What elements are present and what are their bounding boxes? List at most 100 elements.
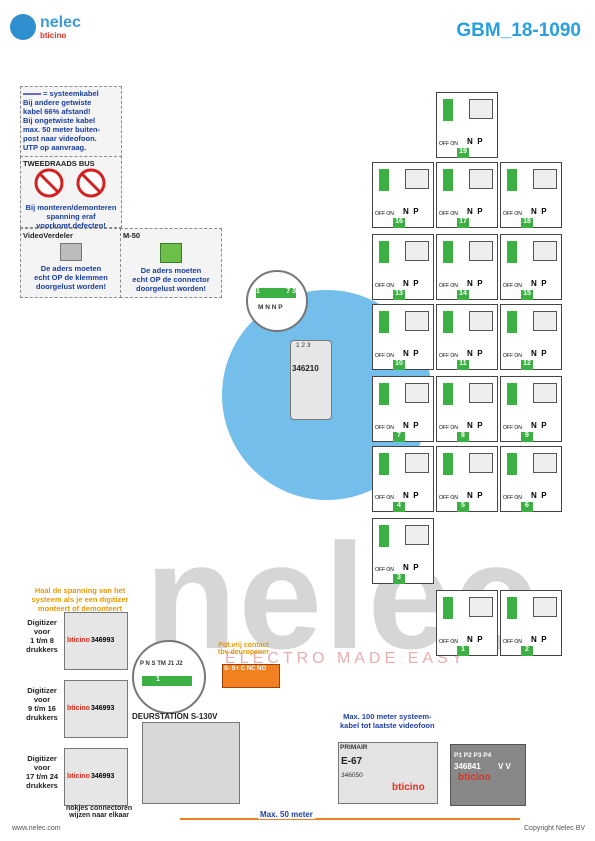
- legend-line: max. 50 meter buiten-: [23, 125, 101, 134]
- legend-line: Bij andere getwiste: [23, 98, 92, 107]
- apt-offon: OFF ON: [503, 425, 522, 431]
- apt-terms: N P: [531, 349, 547, 358]
- apt-terms: N P: [467, 421, 483, 430]
- bus-warn: voorkomt defecten!: [36, 221, 106, 230]
- connector-icon: [443, 311, 453, 333]
- digitizer-note-line: Haal de spanning van het: [34, 586, 126, 595]
- legend-panel: = systeemkabel Bij andere getwiste kabel…: [20, 86, 122, 158]
- vv-note: echt OP de klemmen: [34, 273, 108, 282]
- monitor-icon: [533, 453, 557, 473]
- apt-number: 11: [457, 360, 469, 370]
- interface-top-right: 7 3: [286, 288, 296, 295]
- apt-terms: N P: [403, 279, 419, 288]
- connector-icon: [379, 311, 389, 333]
- apt-number: 4: [393, 502, 405, 512]
- interface-pins: 1 2 3: [296, 342, 311, 349]
- splitter-device: [450, 744, 526, 806]
- connector-green: 1: [142, 676, 192, 686]
- digitizer-note: Haal de spanning van het systeem als je …: [22, 586, 138, 613]
- apt-terms: N P: [531, 421, 547, 430]
- connector-icon: [379, 453, 389, 475]
- monitor-icon: [533, 311, 557, 331]
- legend-cable-label: = systeemkabel: [23, 89, 119, 98]
- apt-terms: N P: [531, 635, 547, 644]
- monitor-icon: [469, 241, 493, 261]
- monitor-icon: [405, 169, 429, 189]
- monitor-icon: [533, 241, 557, 261]
- apt-number: 5: [457, 502, 469, 512]
- m50-note: De aders moeten: [140, 266, 202, 275]
- bticino-logo: bticino: [67, 637, 90, 644]
- connector-icon: [443, 241, 453, 263]
- apt-terms: N P: [403, 421, 419, 430]
- psu-device: [338, 742, 438, 804]
- apt-offon: OFF ON: [439, 283, 458, 289]
- monitor-icon: [469, 383, 493, 403]
- splitter-vv: V V: [498, 762, 511, 771]
- apt-offon: OFF ON: [439, 639, 458, 645]
- apt-number: 8: [457, 432, 469, 442]
- apt-number: 2: [521, 646, 533, 656]
- apt-offon: OFF ON: [439, 425, 458, 431]
- apt-terms: N P: [467, 491, 483, 500]
- apt-offon: OFF ON: [439, 353, 458, 359]
- m50-title: M-50: [123, 231, 141, 240]
- apt-number: 12: [521, 360, 533, 370]
- m50-connector-icon: [160, 243, 182, 263]
- legend-line: Bij ongetwiste kabel: [23, 116, 96, 125]
- apt-terms: N P: [467, 207, 483, 216]
- apt-offon: OFF ON: [439, 495, 458, 501]
- apt-offon: OFF ON: [375, 353, 394, 359]
- apt-offon: OFF ON: [503, 353, 522, 359]
- max100-note: Max. 100 meter systeem- kabel tot laatst…: [340, 712, 435, 730]
- connector-icon: [443, 597, 453, 619]
- brand-sub: bticino: [40, 31, 67, 40]
- apt-terms: N P: [403, 563, 419, 572]
- digitizer-code: 346993: [91, 637, 115, 644]
- bus-warn: spanning eraf: [46, 212, 96, 221]
- vv-note: doorgelust worden!: [36, 282, 106, 291]
- monitor-icon: [405, 525, 429, 545]
- monitor-icon: [533, 169, 557, 189]
- psu-brand: bticino: [392, 782, 425, 793]
- connector-icon: [379, 383, 389, 405]
- apt-offon: OFF ON: [375, 567, 394, 573]
- m50-panel: M-50 De aders moeten echt OP de connecto…: [120, 228, 222, 298]
- deurstation-panel: [142, 722, 240, 804]
- max100-line: kabel tot laatste videofoon: [340, 721, 435, 730]
- nokjes-line: nokjes connectoren: [66, 805, 133, 812]
- apt-number: 14: [457, 290, 469, 300]
- contact-title-line: Pot.vrij contact: [218, 642, 269, 649]
- nokjes-line: wijzen naar elkaar: [69, 812, 130, 819]
- connector-icon: [443, 169, 453, 191]
- monitor-icon: [469, 311, 493, 331]
- bticino-logo: bticino: [67, 773, 90, 780]
- apt-number: 1: [457, 646, 469, 656]
- psu-sub: 346050: [341, 772, 363, 779]
- apt-number: 9: [521, 432, 533, 442]
- apt-offon: OFF ON: [375, 425, 394, 431]
- apt-number: 13: [393, 290, 405, 300]
- psu-code: E-67: [341, 756, 363, 767]
- connector-icon: [443, 99, 453, 121]
- watermark-tagline: ELECTRO MADE EASY: [225, 650, 467, 667]
- apt-terms: N P: [403, 349, 419, 358]
- max100-line: Max. 100 meter systeem-: [343, 712, 432, 721]
- apt-terms: N P: [403, 207, 419, 216]
- apt-number: 15: [521, 290, 533, 300]
- splitter-labels: P1 P2 P3 P4: [454, 752, 492, 759]
- legend-line: post naar videofoon.: [23, 134, 97, 143]
